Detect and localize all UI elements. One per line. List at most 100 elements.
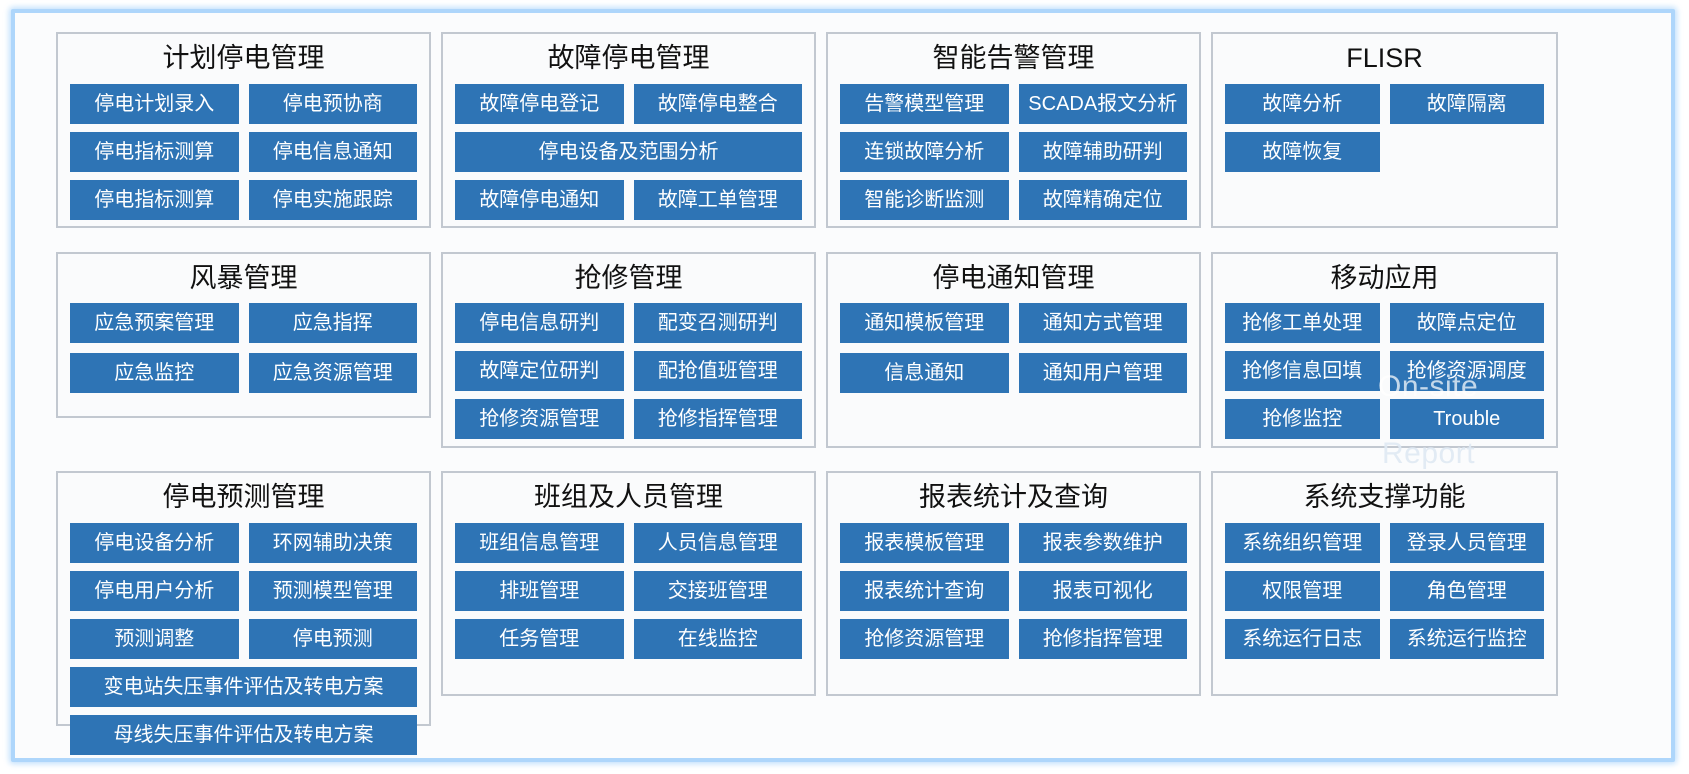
button-group: 系统组织管理 登录人员管理 权限管理 角色管理 系统运行日志 系统运行监控: [1225, 523, 1544, 660]
module-button[interactable]: 抢修指挥管理: [633, 399, 802, 440]
button-row: 母线失压事件评估及转电方案: [70, 715, 417, 756]
module-button[interactable]: 应急预案管理: [70, 303, 239, 344]
button-row: 应急监控 应急资源管理: [70, 353, 417, 394]
module-button[interactable]: 故障恢复: [1225, 131, 1380, 172]
module-button[interactable]: 变电站失压事件评估及转电方案: [70, 667, 417, 708]
module-button[interactable]: 故障辅助研判: [1018, 131, 1187, 172]
module-button[interactable]: 故障定位研判: [455, 351, 624, 392]
module-button[interactable]: 告警模型管理: [840, 83, 1009, 124]
module-button[interactable]: 停电信息研判: [455, 303, 624, 344]
module-button[interactable]: 报表参数维护: [1018, 523, 1187, 564]
button-row: 智能诊断监测 故障精确定位: [840, 179, 1187, 220]
module-button[interactable]: 抢修监控: [1225, 399, 1380, 440]
module-button[interactable]: 故障隔离: [1389, 83, 1544, 124]
module-button[interactable]: 交接班管理: [633, 571, 802, 612]
module-button[interactable]: 停电信息通知: [248, 131, 417, 172]
button-group: 告警模型管理 SCADA报文分析 连锁故障分析 故障辅助研判 智能诊断监测 故障…: [840, 83, 1187, 220]
module-button[interactable]: 停电指标测算: [70, 131, 239, 172]
module-button[interactable]: 人员信息管理: [633, 523, 802, 564]
button-row: 停电设备及范围分析: [455, 131, 802, 172]
button-row: 停电信息研判 配变召测研判: [455, 303, 802, 344]
module-button[interactable]: 通知方式管理: [1018, 303, 1187, 344]
module-button[interactable]: 停电设备及范围分析: [455, 131, 802, 172]
module-button[interactable]: 故障分析: [1225, 83, 1380, 124]
module-button[interactable]: SCADA报文分析: [1018, 83, 1187, 124]
module-button[interactable]: 抢修信息回填: [1225, 351, 1380, 392]
module-button[interactable]: 故障工单管理: [633, 179, 802, 220]
button-group: 通知模板管理 通知方式管理 信息通知 通知用户管理: [840, 303, 1187, 394]
module-button[interactable]: 抢修资源管理: [840, 619, 1009, 660]
module-button[interactable]: 抢修工单处理: [1225, 303, 1380, 344]
module-button[interactable]: 报表可视化: [1018, 571, 1187, 612]
module-button[interactable]: 任务管理: [455, 619, 624, 660]
module-button[interactable]: 登录人员管理: [1389, 523, 1544, 564]
panel-outage-notification-management: 停电通知管理 通知模板管理 通知方式管理 信息通知 通知用户管理: [826, 251, 1201, 448]
module-button[interactable]: 系统运行日志: [1225, 619, 1380, 660]
button-row: 报表模板管理 报表参数维护: [840, 523, 1187, 564]
module-button[interactable]: 停电用户分析: [70, 571, 239, 612]
module-button[interactable]: 抢修资源调度: [1389, 351, 1544, 392]
button-group: 故障分析 故障隔离 故障恢复: [1225, 83, 1545, 172]
button-row: 排班管理 交接班管理: [455, 571, 802, 612]
button-row: 权限管理 角色管理: [1225, 571, 1544, 612]
panel-title: FLISR: [1346, 43, 1423, 73]
button-row: 停电指标测算 停电信息通知: [70, 131, 417, 172]
module-button[interactable]: 停电实施跟踪: [248, 179, 417, 220]
button-group: 报表模板管理 报表参数维护 报表统计查询 报表可视化 抢修资源管理 抢修指挥管理: [840, 523, 1187, 660]
module-button[interactable]: 应急监控: [70, 353, 239, 394]
module-button[interactable]: 故障点定位: [1389, 303, 1544, 344]
module-button[interactable]: 故障精确定位: [1018, 179, 1187, 220]
module-button[interactable]: 预测调整: [70, 619, 239, 660]
button-row: 停电用户分析 预测模型管理: [70, 571, 417, 612]
module-button[interactable]: 系统运行监控: [1389, 619, 1544, 660]
button-row: 故障分析 故障隔离: [1225, 83, 1544, 124]
module-button[interactable]: 应急指挥: [248, 303, 417, 344]
module-button[interactable]: 排班管理: [455, 571, 624, 612]
module-button[interactable]: 信息通知: [840, 353, 1009, 394]
module-button[interactable]: 权限管理: [1225, 571, 1380, 612]
module-button[interactable]: 应急资源管理: [248, 353, 417, 394]
module-button[interactable]: 系统组织管理: [1225, 523, 1380, 564]
panel-title: 风暴管理: [189, 262, 298, 293]
panel-mobile-application: 移动应用 抢修工单处理 故障点定位 抢修信息回填 抢修资源调度 抢修监控 Tro…: [1211, 251, 1558, 448]
module-button[interactable]: 在线监控: [633, 619, 802, 660]
button-row: 信息通知 通知用户管理: [840, 353, 1187, 394]
module-button[interactable]: 环网辅助决策: [248, 523, 417, 564]
module-button[interactable]: 报表统计查询: [840, 571, 1009, 612]
button-row: 报表统计查询 报表可视化: [840, 571, 1187, 612]
module-button[interactable]: 通知模板管理: [840, 303, 1009, 344]
module-button[interactable]: 角色管理: [1389, 571, 1544, 612]
module-button[interactable]: 停电计划录入: [70, 83, 239, 124]
module-button[interactable]: 停电预协商: [248, 83, 417, 124]
module-button[interactable]: 故障停电通知: [455, 179, 624, 220]
panel-emergency-repair-management: 抢修管理 停电信息研判 配变召测研判 故障定位研判 配抢值班管理 抢修资源管理 …: [441, 251, 816, 448]
button-spacer: [1390, 132, 1545, 172]
module-button[interactable]: 配变召测研判: [633, 303, 802, 344]
button-row: 连锁故障分析 故障辅助研判: [840, 131, 1187, 172]
panel-flisr: FLISR 故障分析 故障隔离 故障恢复: [1211, 32, 1558, 228]
module-button[interactable]: 智能诊断监测: [840, 179, 1009, 220]
panel-title: 抢修管理: [574, 262, 683, 293]
panel-planned-outage-management: 计划停电管理 停电计划录入 停电预协商 停电指标测算 停电信息通知 停电指标测算…: [56, 32, 431, 228]
module-button[interactable]: Trouble: [1389, 399, 1544, 440]
panel-system-support-functions: 系统支撑功能 系统组织管理 登录人员管理 权限管理 角色管理 系统运行日志 系统…: [1211, 471, 1558, 697]
button-group: 抢修工单处理 故障点定位 抢修信息回填 抢修资源调度 抢修监控 Trouble: [1225, 303, 1544, 440]
module-button[interactable]: 故障停电登记: [455, 83, 624, 124]
module-button[interactable]: 母线失压事件评估及转电方案: [70, 715, 417, 756]
module-button[interactable]: 抢修资源管理: [455, 399, 624, 440]
module-button[interactable]: 报表模板管理: [840, 523, 1009, 564]
module-button[interactable]: 预测模型管理: [248, 571, 417, 612]
module-button[interactable]: 通知用户管理: [1018, 353, 1187, 394]
module-button[interactable]: 抢修指挥管理: [1018, 619, 1187, 660]
module-button[interactable]: 停电指标测算: [70, 179, 239, 220]
module-button[interactable]: 停电预测: [248, 619, 417, 660]
module-button[interactable]: 连锁故障分析: [840, 131, 1009, 172]
module-button[interactable]: 配抢值班管理: [633, 351, 802, 392]
module-button[interactable]: 班组信息管理: [455, 523, 624, 564]
module-button[interactable]: 停电设备分析: [70, 523, 239, 564]
panel-intelligent-alarm-management: 智能告警管理 告警模型管理 SCADA报文分析 连锁故障分析 故障辅助研判 智能…: [826, 32, 1201, 228]
module-button[interactable]: 故障停电整合: [633, 83, 802, 124]
button-row: 故障恢复: [1225, 131, 1545, 172]
button-row: 停电设备分析 环网辅助决策: [70, 523, 417, 564]
